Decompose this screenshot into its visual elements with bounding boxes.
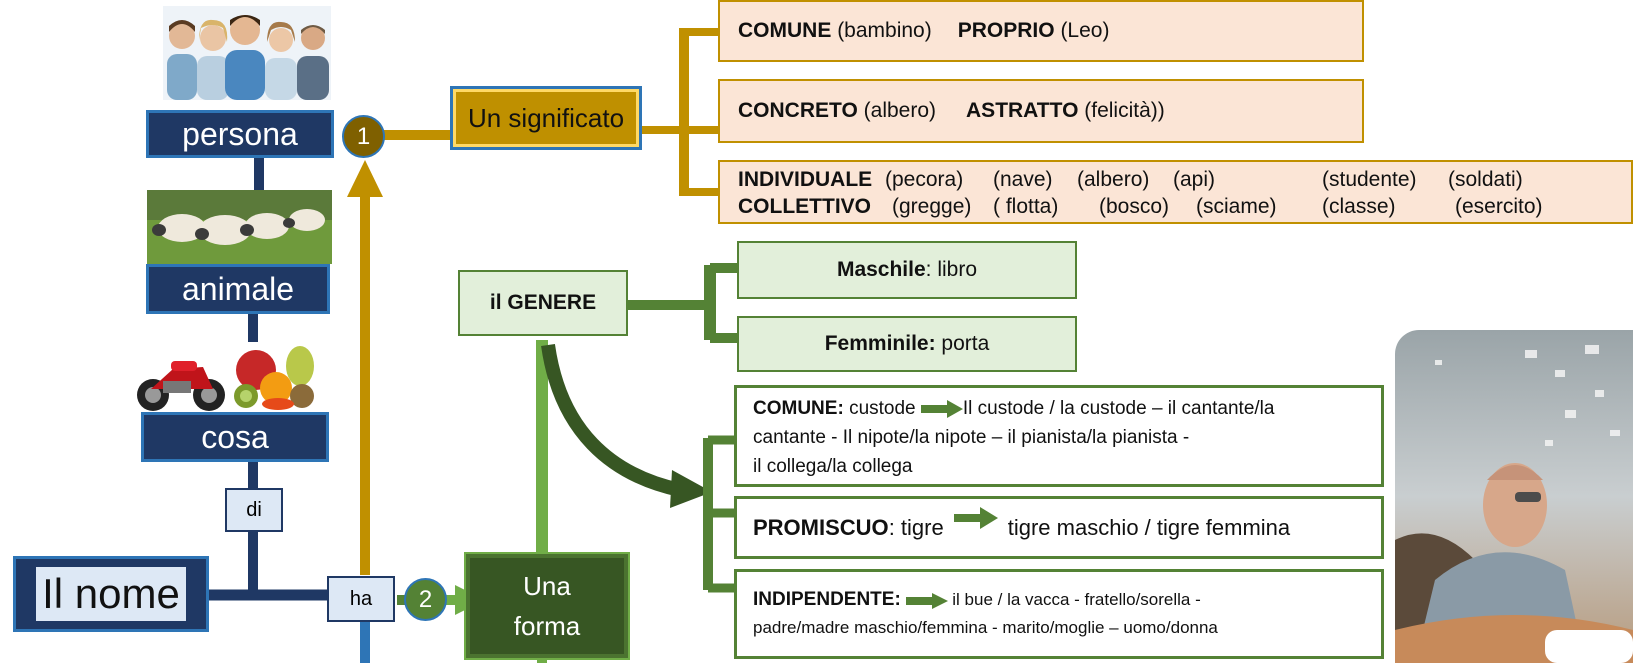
- cosa-box: cosa: [141, 412, 329, 462]
- concreto-example: (albero): [863, 99, 937, 122]
- badge-2: 2: [404, 578, 447, 621]
- genere-label: il GENERE: [489, 291, 597, 314]
- collettivo-head: COLLETTIVO: [738, 195, 871, 218]
- fruit-icon: [226, 330, 322, 412]
- indipendente-line-2: padre/madre maschio/femmina - marito/mog…: [753, 618, 1218, 637]
- proprio-head: PROPRIO: [957, 19, 1055, 42]
- badge-1-text: 1: [356, 122, 371, 150]
- individuale-item: (api): [1173, 168, 1216, 191]
- collettivo-item: ( flotta): [993, 195, 1059, 218]
- femminile-box: Femminile: porta: [737, 316, 1077, 372]
- collettivo-item: (bosco): [1099, 195, 1170, 218]
- man-photo: [1395, 330, 1633, 663]
- nome-label: Il nome: [42, 570, 180, 617]
- individuale-item: (nave): [993, 168, 1053, 191]
- comune-examples-1: Il custode / la custode – il cantante/la: [962, 398, 1275, 419]
- indipendente-examples-1: il bue / la vacca - fratello/sorella -: [952, 590, 1201, 609]
- people-photo: [163, 6, 331, 100]
- indipendente-box: INDIPENDENTE: il bue / la vacca - fratel…: [734, 569, 1384, 659]
- ha-text: ha: [349, 587, 373, 610]
- comune-line-1: COMUNE: custode Il custode / la custode …: [753, 394, 1365, 423]
- comune-head: COMUNE: [738, 19, 832, 42]
- arrow-right-icon: [905, 592, 948, 609]
- comune-line-2: cantante - Il nipote/la nipote – il pian…: [753, 427, 1190, 448]
- comune-proprio-box: COMUNE (bambino) PROPRIO (Leo): [718, 0, 1364, 62]
- femminile-head: Femminile:: [824, 332, 936, 355]
- concreto-head: CONCRETO: [738, 99, 858, 122]
- astratto-example: (felicità)): [1084, 99, 1165, 122]
- animale-label: animale: [181, 270, 295, 307]
- individuale-item: (pecora): [885, 168, 964, 191]
- collettivo-item: (gregge): [892, 195, 972, 218]
- di-label: di: [225, 488, 283, 532]
- comune-genere-head: COMUNE:: [753, 398, 844, 419]
- nome-box: Il nome: [13, 556, 209, 632]
- forma-label: Una forma: [513, 571, 581, 641]
- individuale-item: (studente): [1322, 168, 1417, 191]
- promiscuo-word: : tigre: [888, 514, 944, 540]
- individuale-head: INDIVIDUALE: [738, 168, 873, 191]
- significato-label: Un significato: [467, 102, 625, 133]
- collettivo-item: (esercito): [1455, 195, 1543, 218]
- cosa-label: cosa: [201, 418, 269, 455]
- collettivo-item: (sciame): [1196, 195, 1277, 218]
- indipendente-head: INDIPENDENTE:: [753, 589, 901, 610]
- genere-box: il GENERE: [458, 270, 628, 336]
- proprio-example: (Leo): [1060, 19, 1110, 42]
- promiscuo-head: PROMISCUO: [753, 514, 889, 540]
- comune-line-3: il collega/la collega: [753, 456, 913, 477]
- individuale-row: INDIVIDUALE (pecora) (nave) (albero) (ap…: [738, 166, 1613, 193]
- comune-example: (bambino): [837, 19, 932, 42]
- badge-1: 1: [342, 115, 385, 158]
- persona-label: persona: [182, 115, 298, 152]
- sheep-photo: [147, 190, 332, 264]
- di-text: di: [246, 498, 262, 521]
- comune-word: custode: [849, 398, 916, 419]
- badge-2-text: 2: [418, 585, 433, 613]
- ha-label: ha: [327, 576, 395, 622]
- femminile-example: porta: [935, 332, 990, 355]
- arrow-right-icon: [920, 399, 963, 418]
- maschile-head: Maschile: [836, 258, 926, 281]
- animale-box: animale: [146, 264, 330, 314]
- indipendente-line-1: INDIPENDENTE: il bue / la vacca - fratel…: [753, 586, 1365, 614]
- individuale-item: (soldati): [1448, 168, 1523, 191]
- significato-box: Un significato: [450, 86, 642, 150]
- promiscuo-box: PROMISCUO: tigre tigre maschio / tigre f…: [734, 496, 1384, 559]
- promiscuo-examples: tigre maschio / tigre femmina: [1007, 514, 1291, 540]
- comune-genere-box: COMUNE: custode Il custode / la custode …: [734, 385, 1384, 487]
- forma-box: Una forma: [464, 552, 630, 660]
- collettivo-row: COLLETTIVO (gregge) ( flotta) (bosco) (s…: [738, 193, 1613, 220]
- collettivo-item: (classe): [1322, 195, 1396, 218]
- arrow-right-icon: [953, 506, 998, 529]
- maschile-box: Maschile: libro: [737, 241, 1077, 299]
- individuale-item: (albero): [1077, 168, 1150, 191]
- persona-box: persona: [146, 110, 334, 158]
- astratto-head: ASTRATTO: [966, 99, 1079, 122]
- individuale-collettivo-box: INDIVIDUALE (pecora) (nave) (albero) (ap…: [718, 160, 1633, 224]
- maschile-example: : libro: [925, 258, 978, 281]
- motorcycle-icon: [133, 345, 228, 415]
- nome-inner: Il nome: [36, 567, 186, 621]
- concreto-astratto-box: CONCRETO (albero) ASTRATTO (felicità)): [718, 79, 1364, 143]
